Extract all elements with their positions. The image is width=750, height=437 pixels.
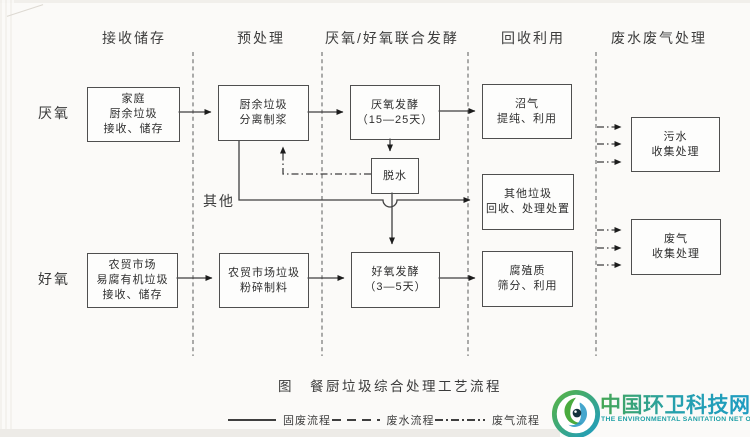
- box-line: 污水: [663, 130, 688, 143]
- legend-item-solid: 固废流程: [228, 412, 331, 428]
- box-household-receive: 家庭 厨余垃圾 接收、储存: [87, 87, 180, 142]
- row-label-other: 其他: [203, 193, 235, 209]
- solid-line-sample: [228, 419, 276, 421]
- box-aerobic-fermentation: 好氧发酵 （3—5天）: [351, 252, 440, 308]
- box-line: 脱水: [383, 169, 407, 182]
- site-watermark-logo: 中国环卫科技网 THE ENVIRONMENTAL SANITATION NET…: [548, 385, 750, 437]
- box-line: 回收、处理处置: [486, 203, 570, 215]
- box-line: 接收、储存: [103, 122, 164, 135]
- column-header-recycle: 回收利用: [501, 30, 565, 46]
- legend: 固废流程 废水流程 废气流程: [228, 412, 540, 428]
- legend-label: 废水流程: [386, 415, 435, 427]
- box-anaerobic-fermentation: 厌氧发酵 （15—25天）: [350, 85, 440, 140]
- box-separation-pulping: 厨余垃圾 分离制浆: [218, 85, 309, 141]
- edge-dewater-recycle-to-separation: [280, 146, 371, 175]
- scan-artifact-left: [0, 0, 14, 437]
- box-line: （3—5天）: [364, 281, 427, 293]
- column-header-treatment: 废水废气处理: [611, 30, 707, 46]
- column-header-ferment: 厌氧/好氧联合发酵: [325, 30, 459, 46]
- box-line: 易腐有机垃圾: [96, 274, 169, 287]
- legend-item-dashed: 废水流程: [331, 412, 435, 428]
- box-line: 粉碎制料: [240, 281, 288, 294]
- edge-other-to-otherwaste: [238, 140, 471, 208]
- legend-item-dashdot: 废气流程: [435, 412, 540, 428]
- box-line: 腐殖质: [509, 265, 546, 278]
- row-label-anaerobic: 厌氧: [38, 105, 70, 121]
- box-line: 厌氧发酵: [371, 98, 419, 111]
- box-biogas-utilization: 沼气 提纯、利用: [482, 84, 572, 139]
- logo-subtitle: THE ENVIRONMENTAL SANITATION NET OF CHIN…: [601, 416, 750, 423]
- box-line: 家庭: [121, 93, 146, 106]
- box-line: 好氧发酵: [371, 266, 420, 279]
- box-line: 提纯、利用: [497, 112, 557, 125]
- box-line: 分离制浆: [239, 114, 288, 126]
- box-market-receive: 农贸市场 易腐有机垃圾 接收、储存: [87, 253, 178, 308]
- box-dewater: 脱水: [371, 158, 419, 194]
- dashdot-line-sample: [435, 419, 485, 421]
- box-line: 其他垃圾: [504, 188, 552, 201]
- box-line: 厨余垃圾: [239, 99, 288, 112]
- box-line: 收集处理: [651, 145, 700, 158]
- logo-title: 中国环卫科技网: [600, 389, 750, 419]
- box-line: 农贸市场: [108, 259, 157, 272]
- box-line: 筛分、利用: [497, 280, 558, 292]
- box-line: （15—25天）: [356, 113, 434, 126]
- box-line: 农贸市场垃圾: [228, 266, 300, 279]
- scan-artifact-top: [0, 0, 750, 3]
- figure-caption: 图 餐厨垃圾综合处理工艺流程: [278, 379, 502, 394]
- box-line: 沼气: [515, 97, 539, 110]
- scan-artifact-bottom: [0, 429, 560, 437]
- column-header-pretreat: 预处理: [237, 30, 285, 46]
- box-line: 接收、储存: [102, 288, 163, 301]
- row-label-aerobic: 好氧: [38, 271, 70, 287]
- dashed-line-sample: [331, 419, 380, 421]
- legend-label: 废气流程: [492, 415, 540, 427]
- box-humus-utilization: 腐殖质 筛分、利用: [482, 251, 573, 307]
- box-line: 收集处理: [652, 248, 700, 260]
- column-header-receive: 接收储存: [102, 30, 166, 46]
- box-line: 厨余垃圾: [109, 108, 158, 121]
- logo-emblem-icon: [551, 389, 601, 437]
- box-crush-preparation: 农贸市场垃圾 粉碎制料: [219, 253, 309, 308]
- box-waste-gas-treatment: 废气 收集处理: [631, 219, 721, 275]
- box-other-waste-disposal: 其他垃圾 回收、处理处置: [482, 174, 574, 230]
- legend-label: 固废流程: [283, 415, 331, 427]
- box-line: 废气: [664, 233, 688, 246]
- box-sewage-treatment: 污水 收集处理: [631, 117, 720, 172]
